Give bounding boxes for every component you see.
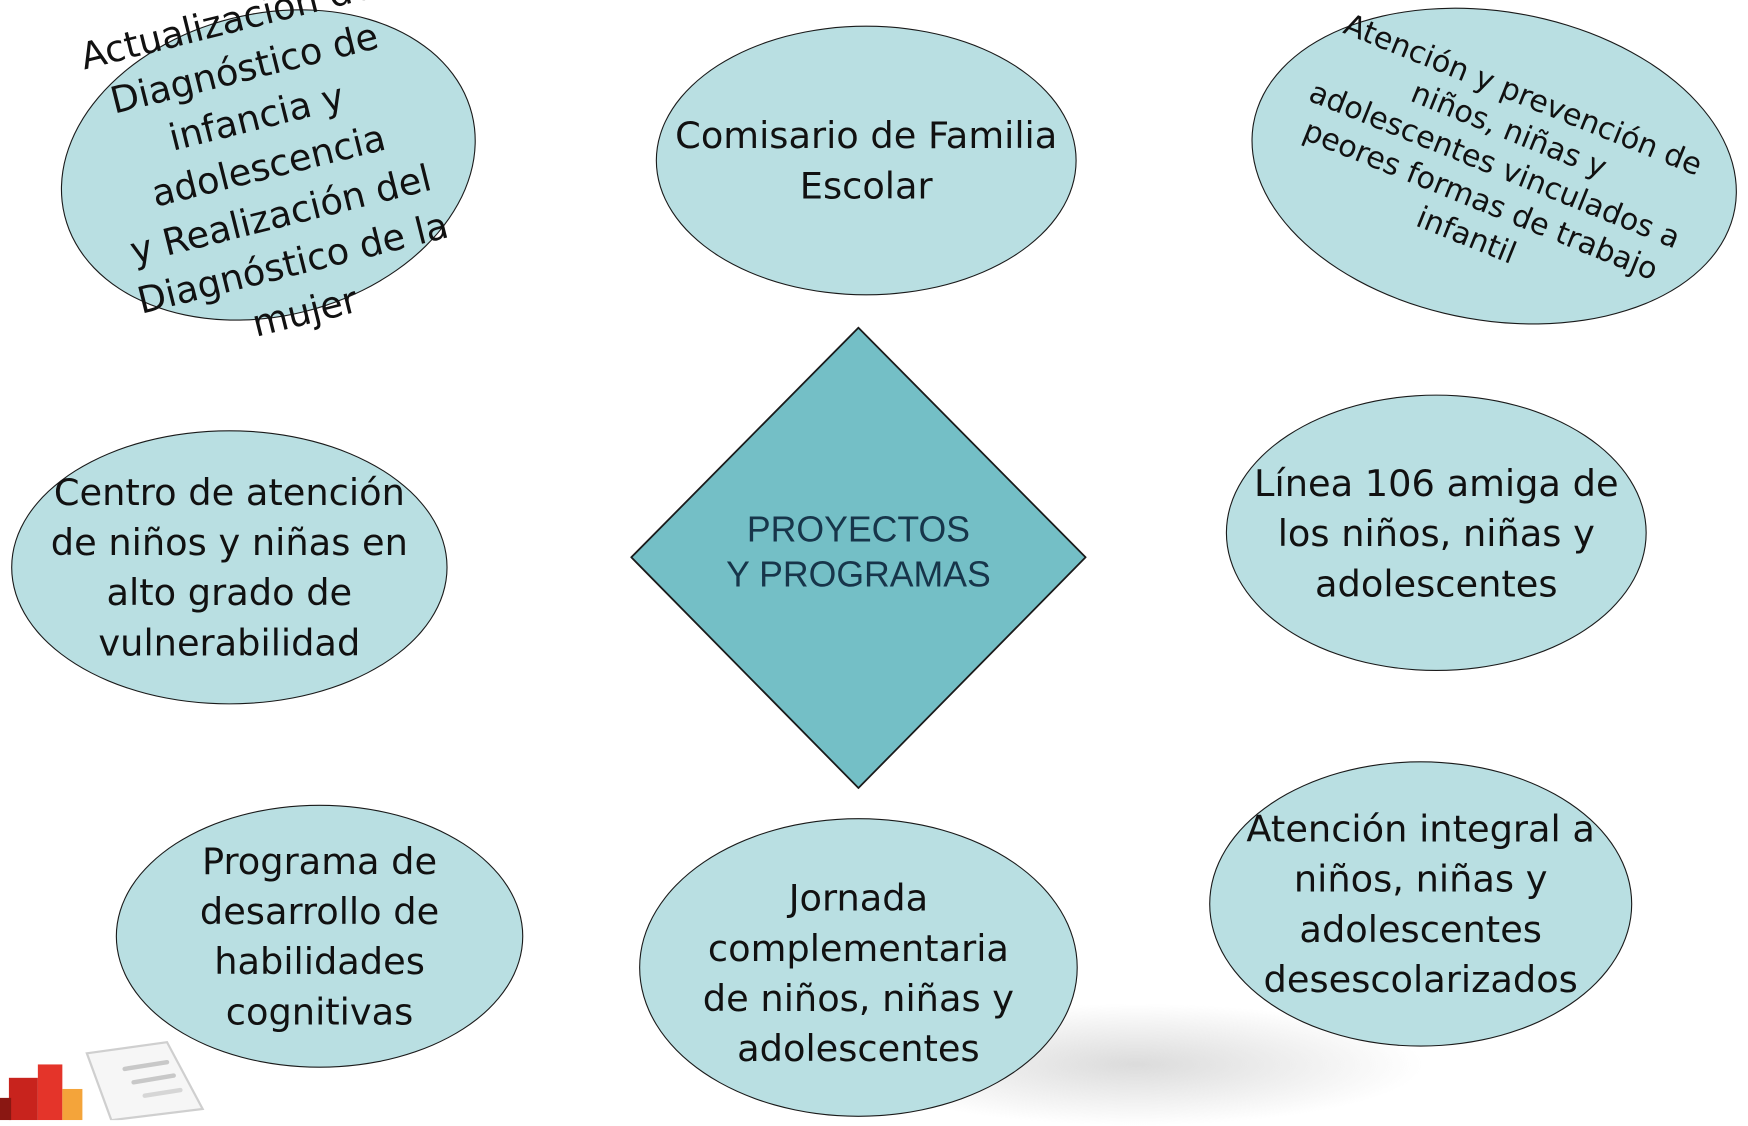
node-jornada: Jornada complementaria de niños, niñas y… — [639, 818, 1078, 1117]
node-habilidades-label: Programa de desarrollo de habilidades co… — [199, 839, 440, 1034]
node-habilidades: Programa de desarrollo de habilidades co… — [115, 804, 524, 1068]
bar-blocks-icon — [0, 1064, 83, 1121]
node-centro-atencion: Centro de atención de niños y niñas en a… — [11, 430, 448, 705]
document-icon — [85, 1040, 205, 1121]
publisher-logo — [0, 1040, 205, 1121]
node-jornada-label: Jornada complementaria de niños, niñas y… — [702, 876, 1015, 1071]
node-centro-atencion-label: Centro de atención de niños y niñas en a… — [50, 470, 408, 665]
node-trabajo-infantil: Atención y prevención de niños, niñas y … — [1226, 0, 1748, 362]
node-comisario-label: Comisario de Familia Escolar — [675, 113, 1058, 208]
node-linea-106: Línea 106 amiga de los niños, niñas y ad… — [1225, 394, 1647, 671]
node-desescolarizados: Atención integral a niños, niñas y adole… — [1209, 761, 1633, 1047]
node-diagnostico: Actualización del Diagnóstico de infanci… — [27, 0, 510, 364]
center-diamond — [630, 326, 1087, 790]
node-linea-106-label: Línea 106 amiga de los niños, niñas y ad… — [1254, 460, 1619, 605]
node-diagnostico-label: Actualización del Diagnóstico de infanci… — [75, 0, 453, 346]
node-desescolarizados-label: Atención integral a niños, niñas y adole… — [1246, 806, 1595, 1001]
center-label: PROYECTOS Y PROGRAMAS — [726, 509, 991, 595]
node-trabajo-infantil-label: Atención y prevención de niños, niñas y … — [1298, 7, 1707, 288]
node-comisario: Comisario de Familia Escolar — [655, 25, 1077, 296]
